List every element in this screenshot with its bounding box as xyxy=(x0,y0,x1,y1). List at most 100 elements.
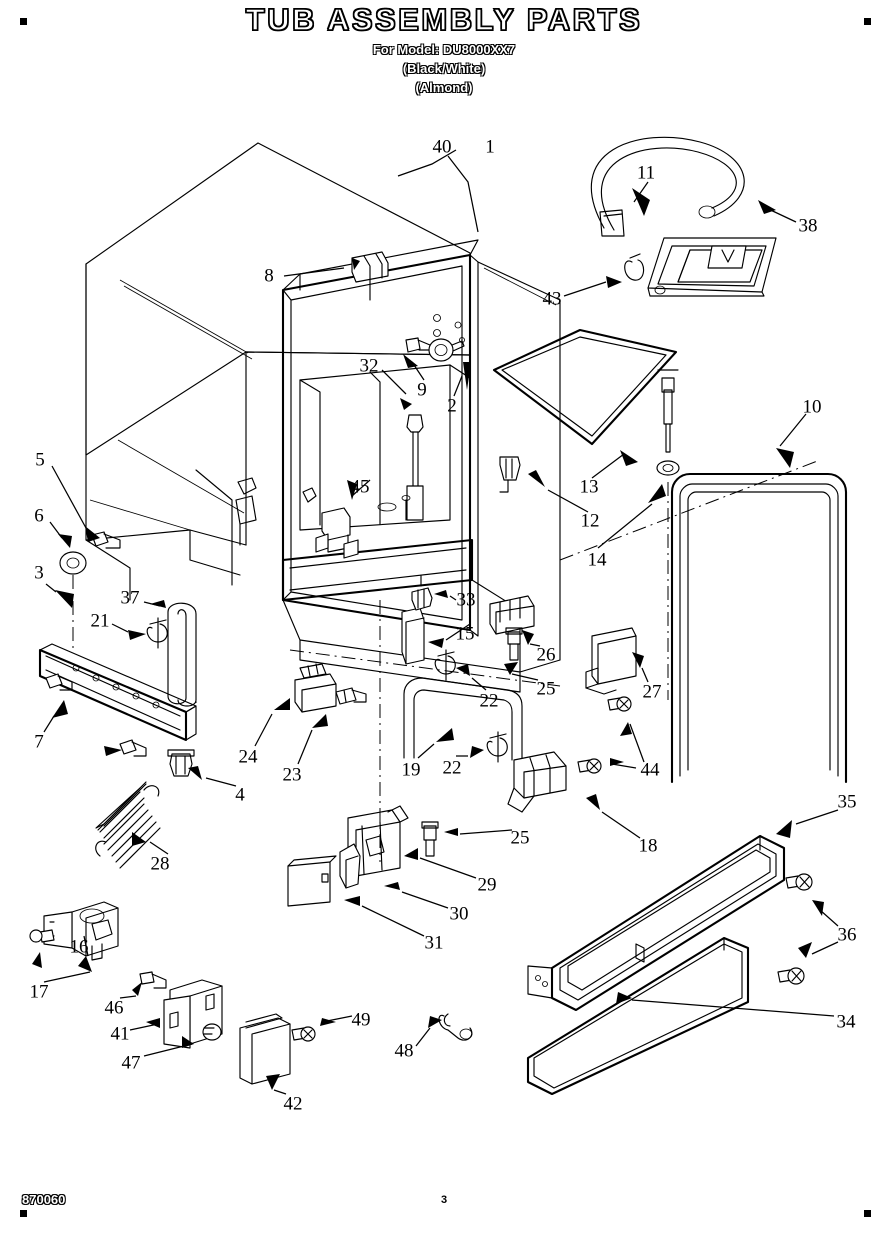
callout-number-25: 25 xyxy=(536,678,556,700)
callout-number-21: 21 xyxy=(90,610,110,632)
screw-part-7 xyxy=(45,673,147,757)
tube-part-19 xyxy=(403,677,523,761)
callout-number-2: 2 xyxy=(447,395,457,417)
callout-number-11: 11 xyxy=(636,162,656,184)
screw-part-5 xyxy=(85,526,121,549)
tub-gasket-part-10 xyxy=(670,448,848,784)
callout-number-33: 33 xyxy=(456,589,476,611)
callout-number-35: 35 xyxy=(837,791,857,813)
callout-number-4: 4 xyxy=(235,784,245,806)
callout-number-14: 14 xyxy=(587,549,607,571)
strike-assembly-part-18 xyxy=(507,751,600,813)
callout-number-41: 41 xyxy=(110,1023,130,1045)
sheet-header: TUB ASSEMBLY PARTS For Model: DU8000XX7 … xyxy=(0,0,888,97)
callout-number-49: 49 xyxy=(351,1009,371,1031)
callout-number-25: 25 xyxy=(510,827,530,849)
sensor-part-15 xyxy=(401,607,444,665)
fitting-part-23 xyxy=(312,687,367,728)
door-latch-part-11 xyxy=(632,188,777,297)
callout-number-12: 12 xyxy=(580,510,600,532)
tube-part-37 xyxy=(150,600,197,707)
inner-tub-part-1 xyxy=(281,239,561,693)
registration-mark-bottom-left xyxy=(20,1210,27,1217)
callout-number-10: 10 xyxy=(802,396,822,418)
bracket-part-27 xyxy=(585,627,644,695)
cover-part-42 xyxy=(239,1013,291,1090)
clamp-part-22-upper xyxy=(434,649,470,681)
callout-number-43: 43 xyxy=(542,288,562,310)
screw-part-44 xyxy=(577,696,632,774)
callout-number-36: 36 xyxy=(837,924,857,946)
color-variant-1: (Black/White) xyxy=(402,61,486,76)
callout-number-38: 38 xyxy=(798,215,818,237)
callout-number-19: 19 xyxy=(401,759,421,781)
door-panel-part-13 xyxy=(492,328,678,466)
clamp-part-43 xyxy=(606,253,645,288)
callout-number-24: 24 xyxy=(238,746,258,768)
footer-code: 870060 xyxy=(22,1192,66,1207)
callout-number-27: 27 xyxy=(642,681,662,703)
lower-panel-part-34 xyxy=(526,936,750,1096)
link-part-48 xyxy=(428,1013,473,1041)
callout-number-8: 8 xyxy=(264,265,274,287)
clip-part-8 xyxy=(351,251,389,301)
lever-part-30 xyxy=(339,843,400,890)
misc-tub-detail xyxy=(235,477,411,546)
callout-number-34: 34 xyxy=(836,1011,856,1033)
color-variant-2: (Almond) xyxy=(415,80,473,95)
callout-number-7: 7 xyxy=(34,731,44,753)
callout-number-37: 37 xyxy=(120,587,140,609)
page-title: TUB ASSEMBLY PARTS xyxy=(245,1,643,37)
callout-number-22: 22 xyxy=(442,757,462,779)
valve-part-24 xyxy=(274,663,337,713)
callout-number-44: 44 xyxy=(640,759,660,781)
tub-shell-part-40 xyxy=(85,142,471,601)
tower-fitting-part-32 xyxy=(400,398,424,521)
callout-number-17: 17 xyxy=(29,981,49,1003)
footer-page-number: 3 xyxy=(440,1194,448,1206)
clip-part-21 xyxy=(128,617,168,649)
callout-number-16: 16 xyxy=(69,936,89,958)
callout-number-5: 5 xyxy=(35,449,45,471)
registration-mark-top-right xyxy=(864,18,871,25)
callout-number-6: 6 xyxy=(34,505,44,527)
screw-part-25-lower xyxy=(421,821,458,857)
nut-part-2 xyxy=(428,338,471,390)
callout-number-13: 13 xyxy=(579,476,599,498)
registration-mark-top-left xyxy=(20,18,27,25)
callout-number-32: 32 xyxy=(359,355,379,377)
strike-part-26 xyxy=(489,595,535,645)
callout-number-42: 42 xyxy=(283,1093,303,1115)
registration-mark-bottom-right xyxy=(864,1210,871,1217)
screw-part-25-upper xyxy=(504,627,523,675)
callout-number-18: 18 xyxy=(638,835,658,857)
assembly-axis-lines xyxy=(195,459,821,862)
screw-part-36 xyxy=(777,873,824,985)
callout-number-1: 1 xyxy=(485,136,495,158)
callout-number-29: 29 xyxy=(477,874,497,896)
callout-number-30: 30 xyxy=(449,903,469,925)
bushing-part-6 xyxy=(58,534,87,650)
fastener-part-12 xyxy=(499,456,545,493)
callout-number-3: 3 xyxy=(34,562,44,584)
callout-number-47: 47 xyxy=(121,1052,141,1074)
knob-part-47 xyxy=(182,1023,222,1048)
bracket-part-45 xyxy=(315,480,359,559)
callout-number-48: 48 xyxy=(394,1040,414,1062)
callout-number-40: 40 xyxy=(432,136,452,158)
float-switch-part-16 xyxy=(43,901,119,972)
drain-hose-part-38 xyxy=(590,136,776,237)
screw-part-46 xyxy=(132,971,167,996)
clamp-part-22-lower xyxy=(470,731,508,763)
rail-part-3 xyxy=(38,590,197,742)
callout-number-26: 26 xyxy=(536,644,556,666)
screw-part-9 xyxy=(403,337,431,368)
leader-lines xyxy=(43,149,839,1095)
leveling-foot-part-4 xyxy=(167,749,202,780)
callout-number-31: 31 xyxy=(424,932,444,954)
screw-part-49 xyxy=(291,1018,336,1042)
callout-number-45: 45 xyxy=(350,476,370,498)
washer-part-14 xyxy=(648,369,680,503)
